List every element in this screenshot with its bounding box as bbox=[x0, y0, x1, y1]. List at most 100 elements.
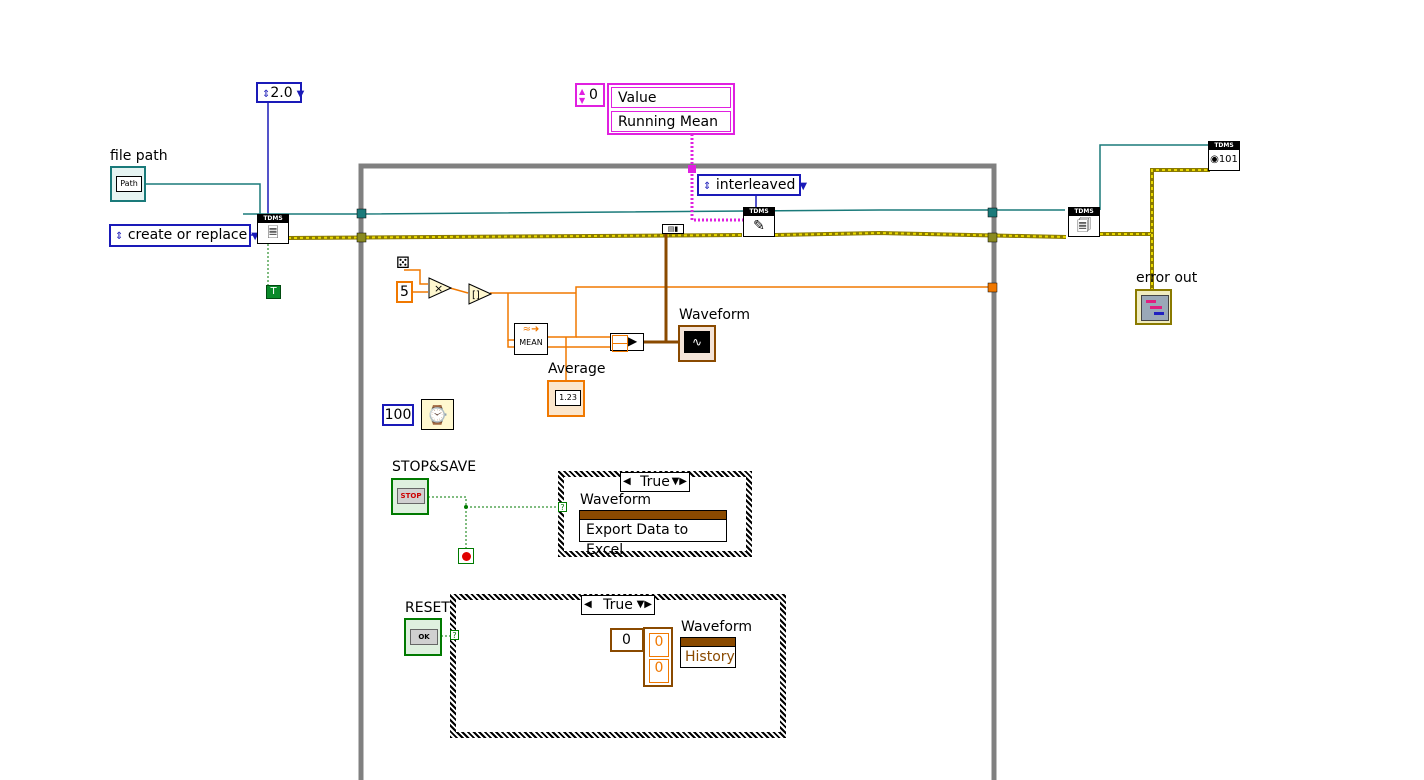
error-out-label: error out bbox=[1136, 270, 1198, 286]
reset-button-terminal[interactable]: OK bbox=[404, 618, 442, 656]
ring-arrows-icon: ⇕ bbox=[115, 231, 124, 242]
history-property: History bbox=[685, 649, 735, 665]
property-node-header bbox=[681, 638, 735, 647]
invoke-node-export[interactable]: Export Data to Excel bbox=[579, 510, 727, 558]
history-index-constant[interactable]: 0 bbox=[610, 628, 644, 652]
case-selector-save[interactable]: ◀ True ▼▶ bbox=[620, 472, 690, 492]
refnum-wire-2 bbox=[1099, 144, 1210, 210]
interleaved-ring-value: interleaved bbox=[715, 177, 796, 193]
refnum-tunnel-right bbox=[987, 207, 998, 218]
stop-loop-terminal[interactable] bbox=[458, 548, 474, 564]
file-close-icon: 🗐 bbox=[1077, 218, 1091, 234]
export-method: Export Data to Excel bbox=[586, 522, 689, 558]
average-label: Average bbox=[548, 361, 606, 377]
refnum-wire bbox=[243, 209, 1065, 215]
tdms-header: TDMS bbox=[744, 208, 774, 216]
stop-button-icon: STOP bbox=[397, 488, 425, 504]
mean-node[interactable]: ≈➜ MEAN bbox=[514, 323, 548, 355]
wait-constant[interactable]: 100 bbox=[382, 404, 414, 426]
wait-node[interactable]: ⌚ bbox=[421, 399, 454, 430]
waveform-wire bbox=[644, 232, 680, 344]
error-tunnel-left bbox=[356, 232, 367, 243]
interleaved-ring[interactable]: ⇕ interleaved▼ bbox=[697, 174, 807, 196]
dropdown-icon: ▼ bbox=[799, 181, 808, 192]
history-array-constant[interactable]: 0 0 bbox=[643, 627, 673, 687]
dice-icon: ⚄ bbox=[396, 253, 410, 272]
five-constant[interactable]: 5 bbox=[396, 281, 413, 303]
ring-arrows-icon: ⇕ bbox=[703, 181, 712, 192]
error-out-indicator[interactable] bbox=[1135, 289, 1172, 325]
round-node[interactable]: [] bbox=[468, 283, 493, 305]
error-tunnel-right bbox=[987, 232, 998, 243]
stop-save-button-terminal[interactable]: STOP bbox=[391, 478, 429, 515]
refnum-tunnel-left bbox=[356, 208, 367, 219]
svg-text:[]: [] bbox=[472, 290, 480, 301]
case-selector-value: True bbox=[603, 597, 633, 613]
binary-viewer-icon: ◉101 bbox=[1210, 154, 1238, 165]
true-constant[interactable]: T bbox=[266, 285, 281, 299]
svg-text:×: × bbox=[434, 282, 443, 295]
random-number-node[interactable]: ⚄ bbox=[393, 253, 413, 273]
tdms-close-node[interactable]: TDMS 🗐 bbox=[1068, 207, 1100, 237]
pencil-icon: ✎ bbox=[753, 218, 765, 234]
version-ring[interactable]: ⇕2.0▼ bbox=[256, 82, 305, 103]
stop-sign-icon bbox=[462, 552, 471, 561]
dropdown-icon: ▼ bbox=[251, 231, 259, 242]
average-indicator[interactable]: 1.23 bbox=[547, 380, 585, 417]
file-open-icon: 🗏 bbox=[267, 225, 279, 241]
mean-label: MEAN bbox=[519, 338, 543, 347]
bundle-arrow-icon: ▶ bbox=[628, 334, 638, 348]
round-icon: [] bbox=[468, 283, 493, 305]
invoke-node-header bbox=[580, 511, 726, 520]
mean-graph-icon: ≈➜ bbox=[522, 324, 540, 335]
history-element-2: 0 bbox=[649, 659, 669, 683]
reset-label: RESET bbox=[405, 600, 450, 616]
case-selector-terminal: ? bbox=[558, 502, 567, 512]
names-array-constant[interactable]: Value Running Mean bbox=[607, 83, 735, 135]
tdms-open-node[interactable]: TDMS 🗏 bbox=[257, 214, 289, 244]
file-path-terminal[interactable]: Path bbox=[110, 166, 146, 202]
operation-ring[interactable]: ⇕ create or replace▼ bbox=[109, 224, 259, 247]
invoke-node-label: Waveform bbox=[580, 492, 652, 508]
case-selector-reset[interactable]: ◀ True ▼▶ bbox=[581, 595, 655, 615]
average-display: 1.23 bbox=[555, 390, 581, 406]
ok-button-icon: OK bbox=[410, 629, 438, 645]
stop-wire bbox=[428, 496, 467, 555]
ring-arrows-icon: ⇕ bbox=[262, 89, 271, 100]
spin-arrows-icon: ▲▼ bbox=[579, 87, 586, 105]
tdms-header: TDMS bbox=[1209, 142, 1239, 150]
tdms-viewer-node[interactable]: TDMS ◉101 bbox=[1208, 141, 1240, 171]
error-cluster-icon bbox=[1141, 295, 1169, 321]
path-icon: Path bbox=[116, 176, 142, 192]
tdms-header: TDMS bbox=[1069, 208, 1099, 216]
operation-ring-value: create or replace bbox=[127, 227, 248, 243]
multiply-node[interactable]: × bbox=[428, 277, 453, 299]
build-array-icon: ▤▮ bbox=[667, 225, 679, 233]
names-tunnel bbox=[688, 165, 696, 173]
names-wire bbox=[690, 134, 744, 222]
index-value: 0 bbox=[589, 87, 598, 103]
multiply-icon: × bbox=[428, 277, 453, 299]
next-case-icon: ▼▶ bbox=[671, 476, 687, 487]
name-element-1: Value bbox=[611, 87, 731, 108]
case-selector-terminal-2: ? bbox=[450, 630, 459, 640]
waveform-label: Waveform bbox=[679, 307, 751, 323]
bundle-node[interactable]: ▶ bbox=[610, 333, 644, 352]
while-loop-frame bbox=[358, 163, 997, 780]
path-wire bbox=[146, 183, 261, 214]
watch-icon: ⌚ bbox=[426, 405, 449, 426]
dropdown-icon: ▼ bbox=[296, 89, 305, 100]
property-node-history[interactable]: History bbox=[680, 637, 736, 668]
next-case-icon: ▼▶ bbox=[636, 599, 652, 610]
index-constant[interactable]: ▲▼ 0 bbox=[575, 83, 605, 107]
numeric-tunnel-right bbox=[987, 282, 998, 293]
history-index-value: 0 bbox=[622, 632, 631, 648]
build-array-node[interactable]: ▤▮ bbox=[662, 224, 684, 234]
name-element-2: Running Mean bbox=[611, 111, 731, 132]
dbl-input-2 bbox=[612, 343, 628, 352]
waveform-chart-terminal[interactable]: ∿ bbox=[678, 325, 716, 362]
tdms-write-node[interactable]: TDMS ✎ bbox=[743, 207, 775, 237]
prev-case-icon: ◀ bbox=[584, 599, 592, 610]
